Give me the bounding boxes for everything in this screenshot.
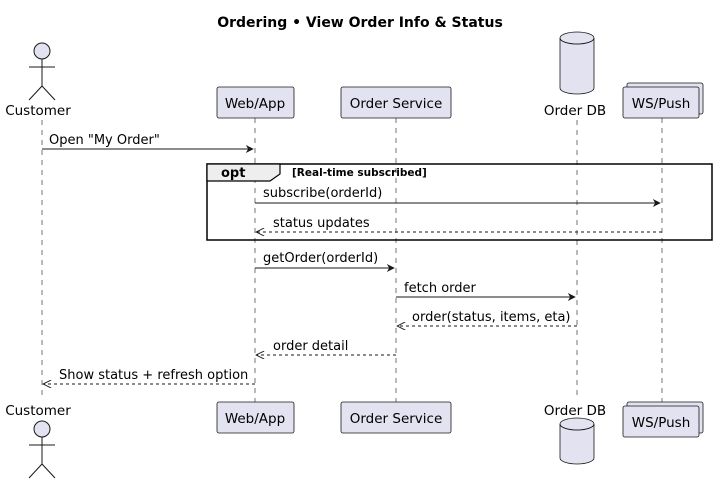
fragment-kind: opt xyxy=(221,166,245,181)
participant-order-db-top: Order DB xyxy=(544,31,606,119)
actor-icon xyxy=(28,42,56,101)
participant-customer-bottom: Customer xyxy=(5,403,71,479)
participant-label: Web/App xyxy=(225,411,285,427)
participant-label: WS/Push xyxy=(632,96,691,112)
message-label: status updates xyxy=(273,216,370,231)
message-label: order(status, items, eta) xyxy=(412,310,571,325)
participant-label: WS/Push xyxy=(632,415,691,431)
message-label: order detail xyxy=(273,339,348,354)
participant-order-db-bottom: Order DB xyxy=(544,403,606,465)
lifelines xyxy=(41,118,663,402)
message-2: subscribe(orderId) xyxy=(255,186,661,207)
message-5: fetch order xyxy=(396,281,576,301)
message-7: order detail xyxy=(257,339,396,355)
participant-label: Customer xyxy=(5,103,71,119)
participant-ws-push-top: WS/Push xyxy=(622,82,704,119)
participant-label: Order Service xyxy=(350,96,443,112)
message-label: fetch order xyxy=(404,281,477,296)
message-label: Open "My Order" xyxy=(49,133,160,148)
participant-label: Order DB xyxy=(544,403,606,419)
diagram-title: Ordering • View Order Info & Status xyxy=(217,15,503,31)
message-6: order(status, items, eta) xyxy=(398,310,577,326)
participant-webapp-top: Web/App xyxy=(216,86,295,119)
message-label: getOrder(orderId) xyxy=(263,251,378,266)
participant-ws-push-bottom: WS/Push xyxy=(622,401,704,438)
participant-order-service-bottom: Order Service xyxy=(340,401,452,434)
database-icon xyxy=(559,31,595,95)
message-4: getOrder(orderId) xyxy=(255,251,395,272)
message-label: subscribe(orderId) xyxy=(263,186,382,201)
message-8: Show status + refresh option xyxy=(44,368,255,384)
participant-label: Web/App xyxy=(225,96,285,112)
participant-webapp-bottom: Web/App xyxy=(216,401,295,434)
participant-label: Customer xyxy=(5,403,71,419)
fragment-guard: [Real-time subscribed] xyxy=(292,167,427,179)
actor-icon xyxy=(28,420,56,479)
message-3: status updates xyxy=(257,216,662,232)
message-label: Show status + refresh option xyxy=(59,368,248,383)
participant-label: Order DB xyxy=(544,103,606,119)
database-icon xyxy=(559,417,595,465)
message-1: Open "My Order" xyxy=(42,133,254,153)
participant-label: Order Service xyxy=(350,411,443,427)
opt-fragment: opt [Real-time subscribed] xyxy=(206,163,713,241)
participant-order-service-top: Order Service xyxy=(340,86,452,119)
participant-customer-top: Customer xyxy=(5,42,71,119)
